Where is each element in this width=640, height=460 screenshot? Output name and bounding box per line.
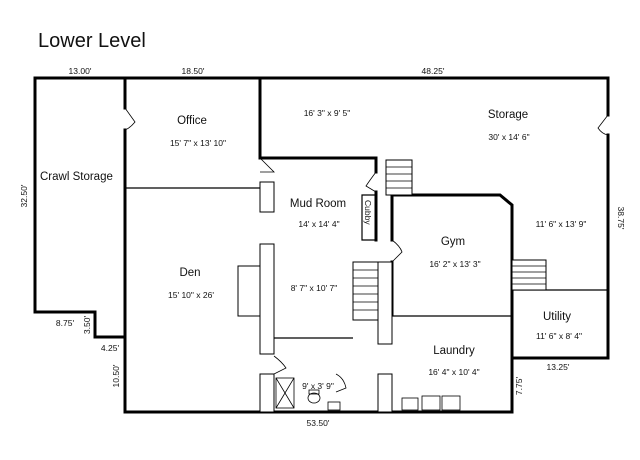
toilet (307, 392, 321, 404)
wall-block-bath-right (377, 373, 393, 413)
stairs-right (511, 259, 547, 291)
shower-x (275, 377, 295, 409)
room-storage: Storage (488, 109, 528, 121)
dim-left-height: 32.50' (19, 184, 29, 207)
room-office-size: 15' 7" x 13' 10" (170, 138, 226, 148)
dim-top-mid: 18.50' (182, 66, 205, 76)
room-bath-size: 9' x 3' 9" (302, 381, 334, 391)
dim-step-350: 3.50' (82, 316, 92, 335)
room-office: Office (177, 115, 207, 127)
room-mud-room: Mud Room (290, 198, 346, 210)
room-utility-size: 11' 6" x 8' 4" (536, 331, 582, 341)
room-den-size: 15' 10" x 26' (168, 290, 214, 300)
room-utility: Utility (543, 311, 571, 323)
door-bath (273, 355, 287, 375)
storage-lower-wall (276, 156, 378, 174)
door-gym (391, 239, 403, 263)
dim-right-775: 7.75' (514, 377, 524, 396)
bottom-wall (123, 356, 610, 414)
dim-bottom-875: 8.75' (56, 318, 75, 328)
room-gym: Gym (441, 236, 465, 248)
dim-lower-left-1050: 10.50' (111, 364, 121, 387)
crawl-storage-wall (33, 76, 127, 339)
laundry-sink (401, 397, 419, 411)
dim-top-left: 13.00' (69, 66, 92, 76)
dim-utility-1325: 13.25' (547, 362, 570, 372)
wall-block-hall (377, 261, 393, 345)
dim-right-height: 38.75' (616, 207, 626, 230)
door-office (259, 157, 275, 173)
room-storage-top-size: 16' 3" x 9' 5" (304, 108, 351, 118)
door-crawl (124, 107, 136, 131)
dim-step-425: 4.25' (101, 343, 120, 353)
plan-title: Lower Level (38, 30, 146, 52)
dim-top-right: 48.25' (422, 66, 445, 76)
cubby-box (361, 194, 377, 241)
room-laundry: Laundry (433, 345, 475, 357)
room-mud-room-size: 14' x 14' 4" (298, 219, 339, 229)
wall-block-bath-left (259, 373, 275, 413)
shower (275, 377, 295, 409)
room-gym-size: 16' 2" x 13' 3" (429, 259, 480, 269)
toilet-tank (308, 389, 320, 395)
washer (421, 395, 441, 411)
room-hall-size: 8' 7" x 10' 7" (291, 283, 338, 293)
sink (327, 401, 341, 411)
room-laundry-size: 16' 4" x 10' 4" (428, 367, 479, 377)
fireplace (237, 265, 261, 317)
dryer (441, 395, 461, 411)
room-storage-right-size: 11' 6" x 13' 9" (536, 219, 587, 229)
room-den: Den (179, 267, 200, 279)
stairs-hall (352, 261, 379, 321)
gym-top-wall (390, 193, 514, 360)
office-storage-wall (258, 76, 280, 160)
door-storage-right (597, 114, 609, 136)
wall-block-office (259, 181, 275, 213)
stairs-top (385, 159, 413, 196)
door-mudroom (365, 171, 377, 193)
wall-block-den (259, 243, 275, 355)
dim-bottom: 53.50' (307, 418, 330, 428)
room-cubby: Cubby (363, 200, 373, 225)
door-bath-inner (335, 373, 347, 393)
room-crawl-storage: Crawl Storage (40, 171, 113, 183)
room-storage-size: 30' x 14' 6" (488, 132, 529, 142)
